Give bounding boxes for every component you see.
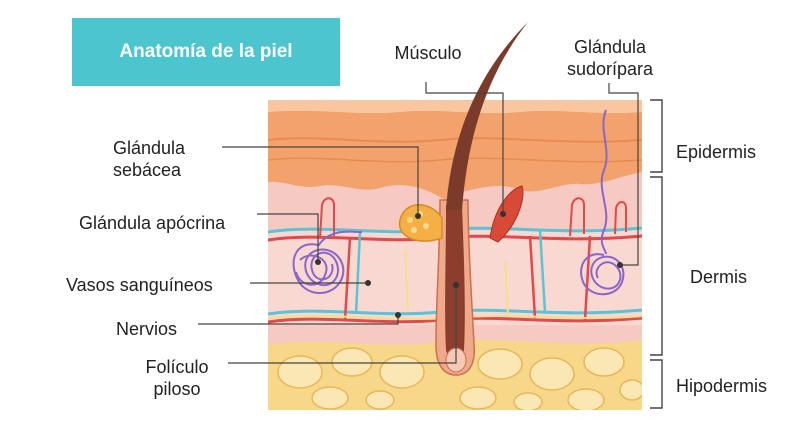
sweat-gland — [580, 109, 625, 296]
label-dermis: Dermis — [690, 267, 747, 287]
label-glandula-apocrina: Glándula apócrina — [79, 213, 226, 233]
label-hipodermis: Hipodermis — [676, 376, 768, 396]
label-musculo: Músculo — [394, 43, 462, 63]
arrector-muscle — [489, 185, 524, 243]
apocrine-gland-coil — [292, 230, 363, 294]
label-nervios: Nervios — [116, 319, 178, 339]
label-foliculo-piloso: Folículo piloso — [145, 357, 209, 399]
label-vasos-sanguineos: Vasos sanguíneos — [66, 275, 213, 295]
label-glandula-sebacea: Glándula sebácea — [113, 138, 186, 180]
title-banner: Anatomía de la piel — [72, 18, 340, 86]
label-epidermis: Epidermis — [676, 142, 757, 162]
layer-brackets — [650, 99, 663, 409]
sebaceous-gland — [398, 204, 443, 242]
hair-shaft — [446, 22, 528, 210]
diagram-title: Anatomía de la piel — [119, 41, 293, 62]
label-glandula-sudoripara: Glándula sudorípara — [566, 37, 654, 79]
skin-block — [268, 100, 642, 410]
